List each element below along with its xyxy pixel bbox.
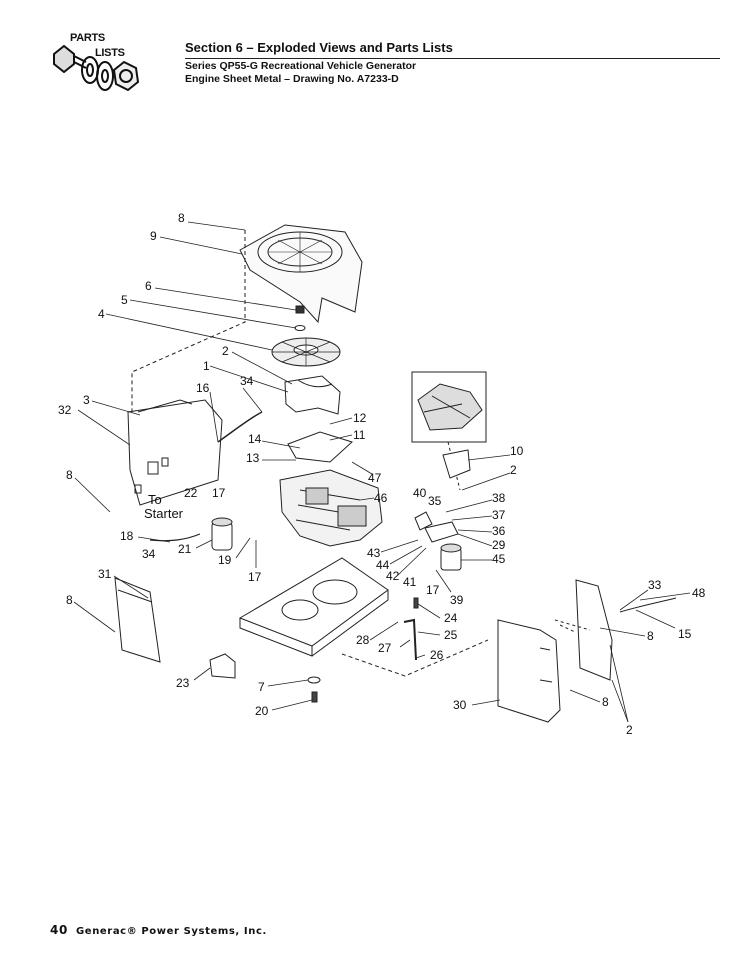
header-rule — [185, 58, 720, 59]
callout-17-c: 17 — [426, 583, 440, 597]
callout-46: 46 — [374, 491, 388, 505]
callout-45: 45 — [492, 552, 506, 566]
callout-35: 35 — [428, 494, 442, 508]
callout-6: 6 — [145, 279, 152, 293]
callout-48: 48 — [692, 586, 706, 600]
callout-32: 32 — [58, 403, 72, 417]
right-side-panel — [575, 579, 613, 681]
front-cover — [114, 577, 161, 663]
callout-20: 20 — [255, 704, 269, 718]
callout-29: 29 — [492, 538, 506, 552]
callout-13: 13 — [246, 451, 260, 465]
callout-38: 38 — [492, 491, 506, 505]
note-starter: Starter — [144, 506, 184, 521]
callout-8-left: 8 — [66, 468, 73, 482]
callout-18: 18 — [120, 529, 134, 543]
callout-40: 40 — [413, 486, 427, 500]
callout-15: 15 — [678, 627, 692, 641]
logo-text-parts: PARTS — [70, 32, 105, 44]
page-number: 40 — [50, 923, 68, 937]
callout-2-upper: 2 — [222, 344, 229, 358]
callout-17-b: 17 — [248, 570, 262, 584]
callout-17-a: 17 — [212, 486, 226, 500]
callout-21: 21 — [178, 542, 192, 556]
callout-16: 16 — [196, 381, 210, 395]
callout-28: 28 — [356, 633, 370, 647]
subtitle-drawing: Engine Sheet Metal – Drawing No. A7233-D — [185, 73, 399, 85]
callout-3: 3 — [83, 393, 90, 407]
callout-1: 1 — [203, 359, 210, 373]
callout-8-rear: 8 — [602, 695, 609, 709]
callout-39: 39 — [450, 593, 464, 607]
callout-22: 22 — [184, 486, 198, 500]
callout-8-front: 8 — [66, 593, 73, 607]
bolt-nut-washer-icon — [53, 44, 140, 92]
callout-44: 44 — [376, 558, 390, 572]
parts-lists-logo: PARTS LISTS — [50, 30, 145, 105]
left-side-panel — [127, 399, 223, 506]
callout-25: 25 — [444, 628, 458, 642]
callout-27: 27 — [378, 641, 392, 655]
callout-9: 9 — [150, 229, 157, 243]
callout-47: 47 — [368, 471, 382, 485]
callout-37: 37 — [492, 508, 506, 522]
engine-block — [279, 469, 383, 547]
callout-31: 31 — [98, 567, 112, 581]
callout-4: 4 — [98, 307, 105, 321]
callout-33: 33 — [648, 578, 662, 592]
callout-8-right: 8 — [647, 629, 654, 643]
callout-36: 36 — [492, 524, 506, 538]
logo-text-lists: LISTS — [95, 47, 125, 59]
cylinder-shroud — [284, 375, 341, 415]
callout-7: 7 — [258, 680, 265, 694]
subtitle-series: Series QP55-G Recreational Vehicle Gener… — [185, 60, 417, 72]
callout-2-right: 2 — [510, 463, 517, 477]
callout-2-bottom: 2 — [626, 723, 633, 737]
callout-10: 10 — [510, 444, 524, 458]
callout-23: 23 — [176, 676, 190, 690]
callout-8-top: 8 — [178, 211, 185, 225]
callout-43: 43 — [367, 546, 381, 560]
callout-14: 14 — [248, 432, 262, 446]
callout-34-lower: 34 — [142, 547, 156, 561]
callout-30: 30 — [453, 698, 467, 712]
callout-42: 42 — [386, 569, 400, 583]
callout-12: 12 — [353, 411, 367, 425]
callout-5: 5 — [121, 293, 128, 307]
callout-11: 11 — [353, 428, 366, 442]
page-footer: 40 Generac® Power Systems, Inc. — [50, 923, 267, 937]
callout-19: 19 — [218, 553, 232, 567]
note-to: To — [148, 492, 162, 507]
callout-24: 24 — [444, 611, 458, 625]
company-name: Generac® Power Systems, Inc. — [76, 926, 267, 937]
section-title: Section 6 – Exploded Views and Parts Lis… — [185, 40, 453, 55]
rear-panel — [497, 619, 561, 723]
callout-26: 26 — [430, 648, 444, 662]
callout-41: 41 — [403, 575, 417, 589]
callout-34-upper: 34 — [240, 374, 254, 388]
